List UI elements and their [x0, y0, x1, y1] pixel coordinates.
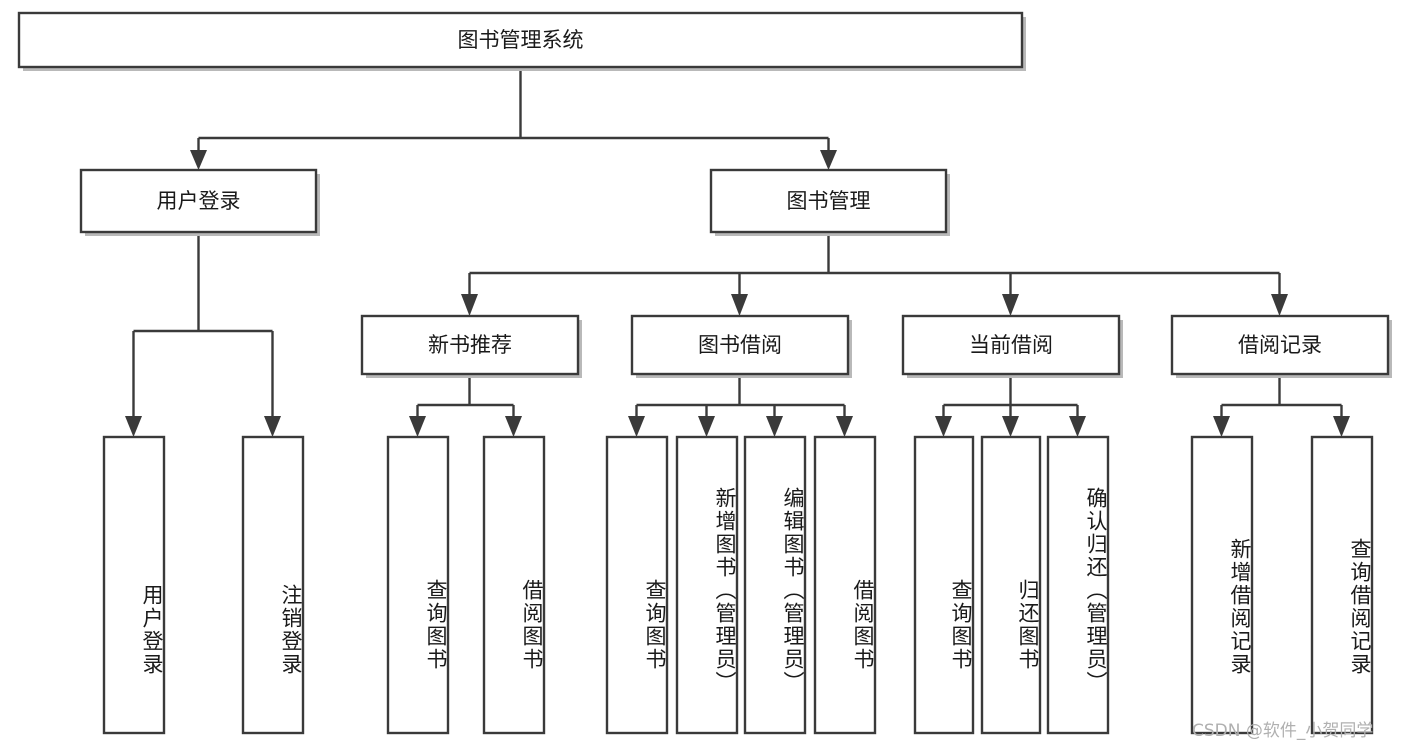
node-box-leaf-query-book-2[interactable] [605, 435, 669, 735]
arrow-new-book [461, 294, 478, 316]
node-box-leaf-borrow-book-1[interactable] [482, 435, 546, 735]
arrow-add-borrow-record [1213, 416, 1230, 437]
node-box-borrow-record[interactable] [1170, 314, 1390, 376]
node-box-leaf-user-logout[interactable] [241, 435, 305, 735]
node-label-current-borrow: 当前借阅 [969, 333, 1053, 357]
arrow-leaf-user-login [125, 416, 142, 437]
node-label-book-borrow: 图书借阅 [698, 333, 782, 357]
arrow-query-book-1 [409, 416, 426, 437]
node-box-current-borrow[interactable] [901, 314, 1121, 376]
arrow-borrow-book-1 [505, 416, 522, 437]
csdn-watermark: CSDN @软件_小贺同学 [1192, 721, 1374, 741]
node-label-borrow-record: 借阅记录 [1238, 333, 1322, 357]
arrow-leaf-user-logout [264, 416, 281, 437]
arrow-current-borrow [1002, 294, 1019, 316]
node-box-new-book-recommend[interactable] [360, 314, 580, 376]
node-box-leaf-add-borrow-record[interactable] [1190, 435, 1254, 735]
node-label-root: 图书管理系统 [458, 28, 584, 52]
arrow-query-borrow-record [1333, 416, 1350, 437]
node-box-leaf-query-borrow-record[interactable] [1310, 435, 1374, 735]
nodes-layer: 图书管理系统 用户登录 图书管理 新书推荐 图书借阅 当前借阅 借阅记录 [17, 11, 1392, 735]
arrow-query-book-3 [935, 416, 952, 437]
node-box-book-borrow[interactable] [630, 314, 850, 376]
node-box-root[interactable] [17, 11, 1024, 69]
node-box-user-login[interactable] [79, 168, 318, 234]
arrow-return-book [1002, 416, 1019, 437]
node-label-book-management: 图书管理 [787, 189, 871, 213]
arrow-book-borrow [731, 294, 748, 316]
node-label-user-login: 用户登录 [157, 189, 241, 213]
node-box-leaf-add-book[interactable] [675, 435, 739, 735]
arrow-book-management [820, 150, 837, 170]
node-label-new-book-recommend: 新书推荐 [428, 333, 512, 357]
arrow-borrow-record [1271, 294, 1288, 316]
arrow-edit-book [766, 416, 783, 437]
node-box-leaf-query-book-1[interactable] [386, 435, 450, 735]
edges-layer [125, 67, 1350, 437]
arrow-query-book-2 [628, 416, 645, 437]
node-box-leaf-edit-book[interactable] [743, 435, 807, 735]
node-box-leaf-borrow-book-2[interactable] [813, 435, 877, 735]
arrow-borrow-book-2 [836, 416, 853, 437]
node-box-book-management[interactable] [709, 168, 948, 234]
arrow-confirm-return [1069, 416, 1086, 437]
node-box-leaf-query-book-3[interactable] [913, 435, 975, 735]
node-box-leaf-return-book[interactable] [980, 435, 1042, 735]
node-box-leaf-confirm-return[interactable] [1046, 435, 1110, 735]
node-box-leaf-user-login[interactable] [102, 435, 166, 735]
arrow-add-book [698, 416, 715, 437]
arrow-user-login [190, 150, 207, 170]
